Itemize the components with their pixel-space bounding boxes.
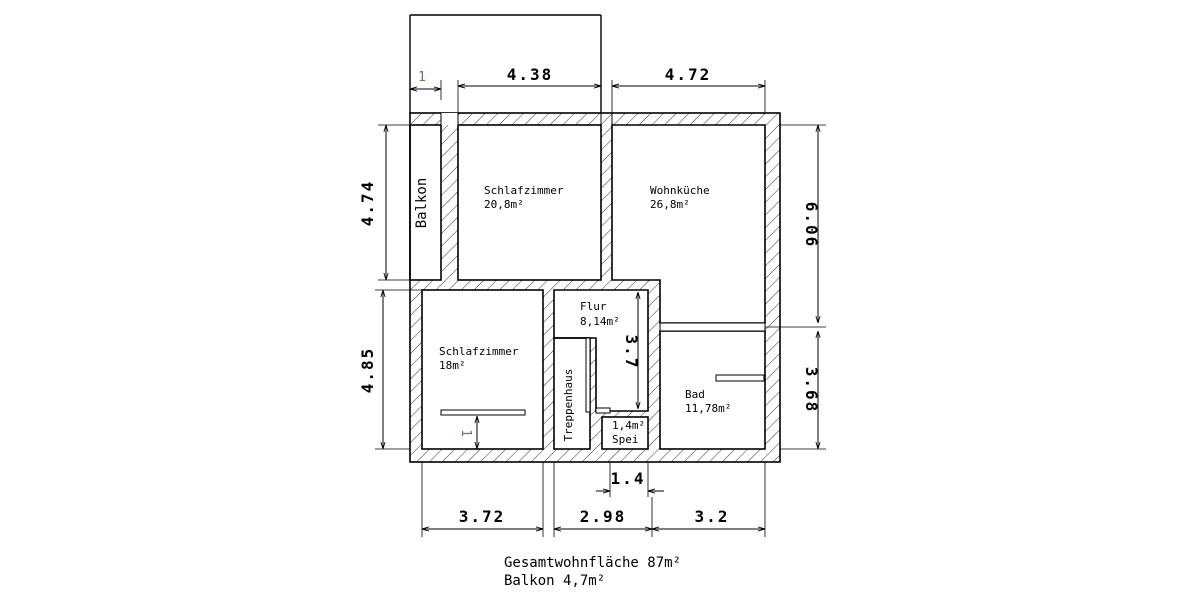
total-area: Gesamtwohnfläche 87m² xyxy=(504,555,681,571)
dim-bottom-small: 1.4 xyxy=(611,469,646,488)
spei-name: Spei xyxy=(612,433,639,446)
flur-area: 8,14m² xyxy=(580,315,620,328)
top-dimensions xyxy=(410,80,766,113)
balkon-label: Balkon xyxy=(414,178,430,229)
wohnkueche-area: 26,8m² xyxy=(650,198,690,211)
wohnkueche-name: Wohnküche xyxy=(650,184,710,197)
treppenhaus-label: Treppenhaus xyxy=(562,369,575,442)
dim-left-upper: 4.74 xyxy=(358,180,377,227)
schlafzimmer2-name: Schlafzimmer xyxy=(439,345,519,358)
dim-right-upper: 6.06 xyxy=(802,202,821,249)
schlafzimmer1-area: 20,8m² xyxy=(484,198,524,211)
flur-name: Flur xyxy=(580,300,607,313)
bottom-dimensions xyxy=(421,462,766,537)
dim-right-lower: 3.68 xyxy=(802,367,821,414)
left-dimensions xyxy=(375,124,422,450)
schlafzimmer2-area: 18m² xyxy=(439,359,466,372)
balcony-area: Balkon 4,7m² xyxy=(504,573,605,589)
dim-bottom-c: 3.2 xyxy=(695,507,730,526)
schlafzimmer1-name: Schlafzimmer xyxy=(484,184,564,197)
bad-area: 11,78m² xyxy=(685,402,731,415)
walls xyxy=(410,113,780,462)
dim-top-small: 1 xyxy=(418,70,426,85)
dim-flur: 3.7 xyxy=(622,335,641,370)
window-mark-label: 1 xyxy=(458,429,473,437)
dim-bottom-b: 2.98 xyxy=(580,507,627,526)
wall-outlines xyxy=(409,112,781,463)
dim-bottom-a: 3.72 xyxy=(459,507,506,526)
right-dimensions xyxy=(765,124,826,450)
dim-left-lower: 4.85 xyxy=(358,347,377,394)
dim-top-b: 4.72 xyxy=(665,65,712,84)
spei-area: 1,4m² xyxy=(612,419,645,432)
upper-balcony-outline xyxy=(409,14,602,113)
bad-name: Bad xyxy=(685,388,705,401)
dim-top-a: 4.38 xyxy=(507,65,554,84)
